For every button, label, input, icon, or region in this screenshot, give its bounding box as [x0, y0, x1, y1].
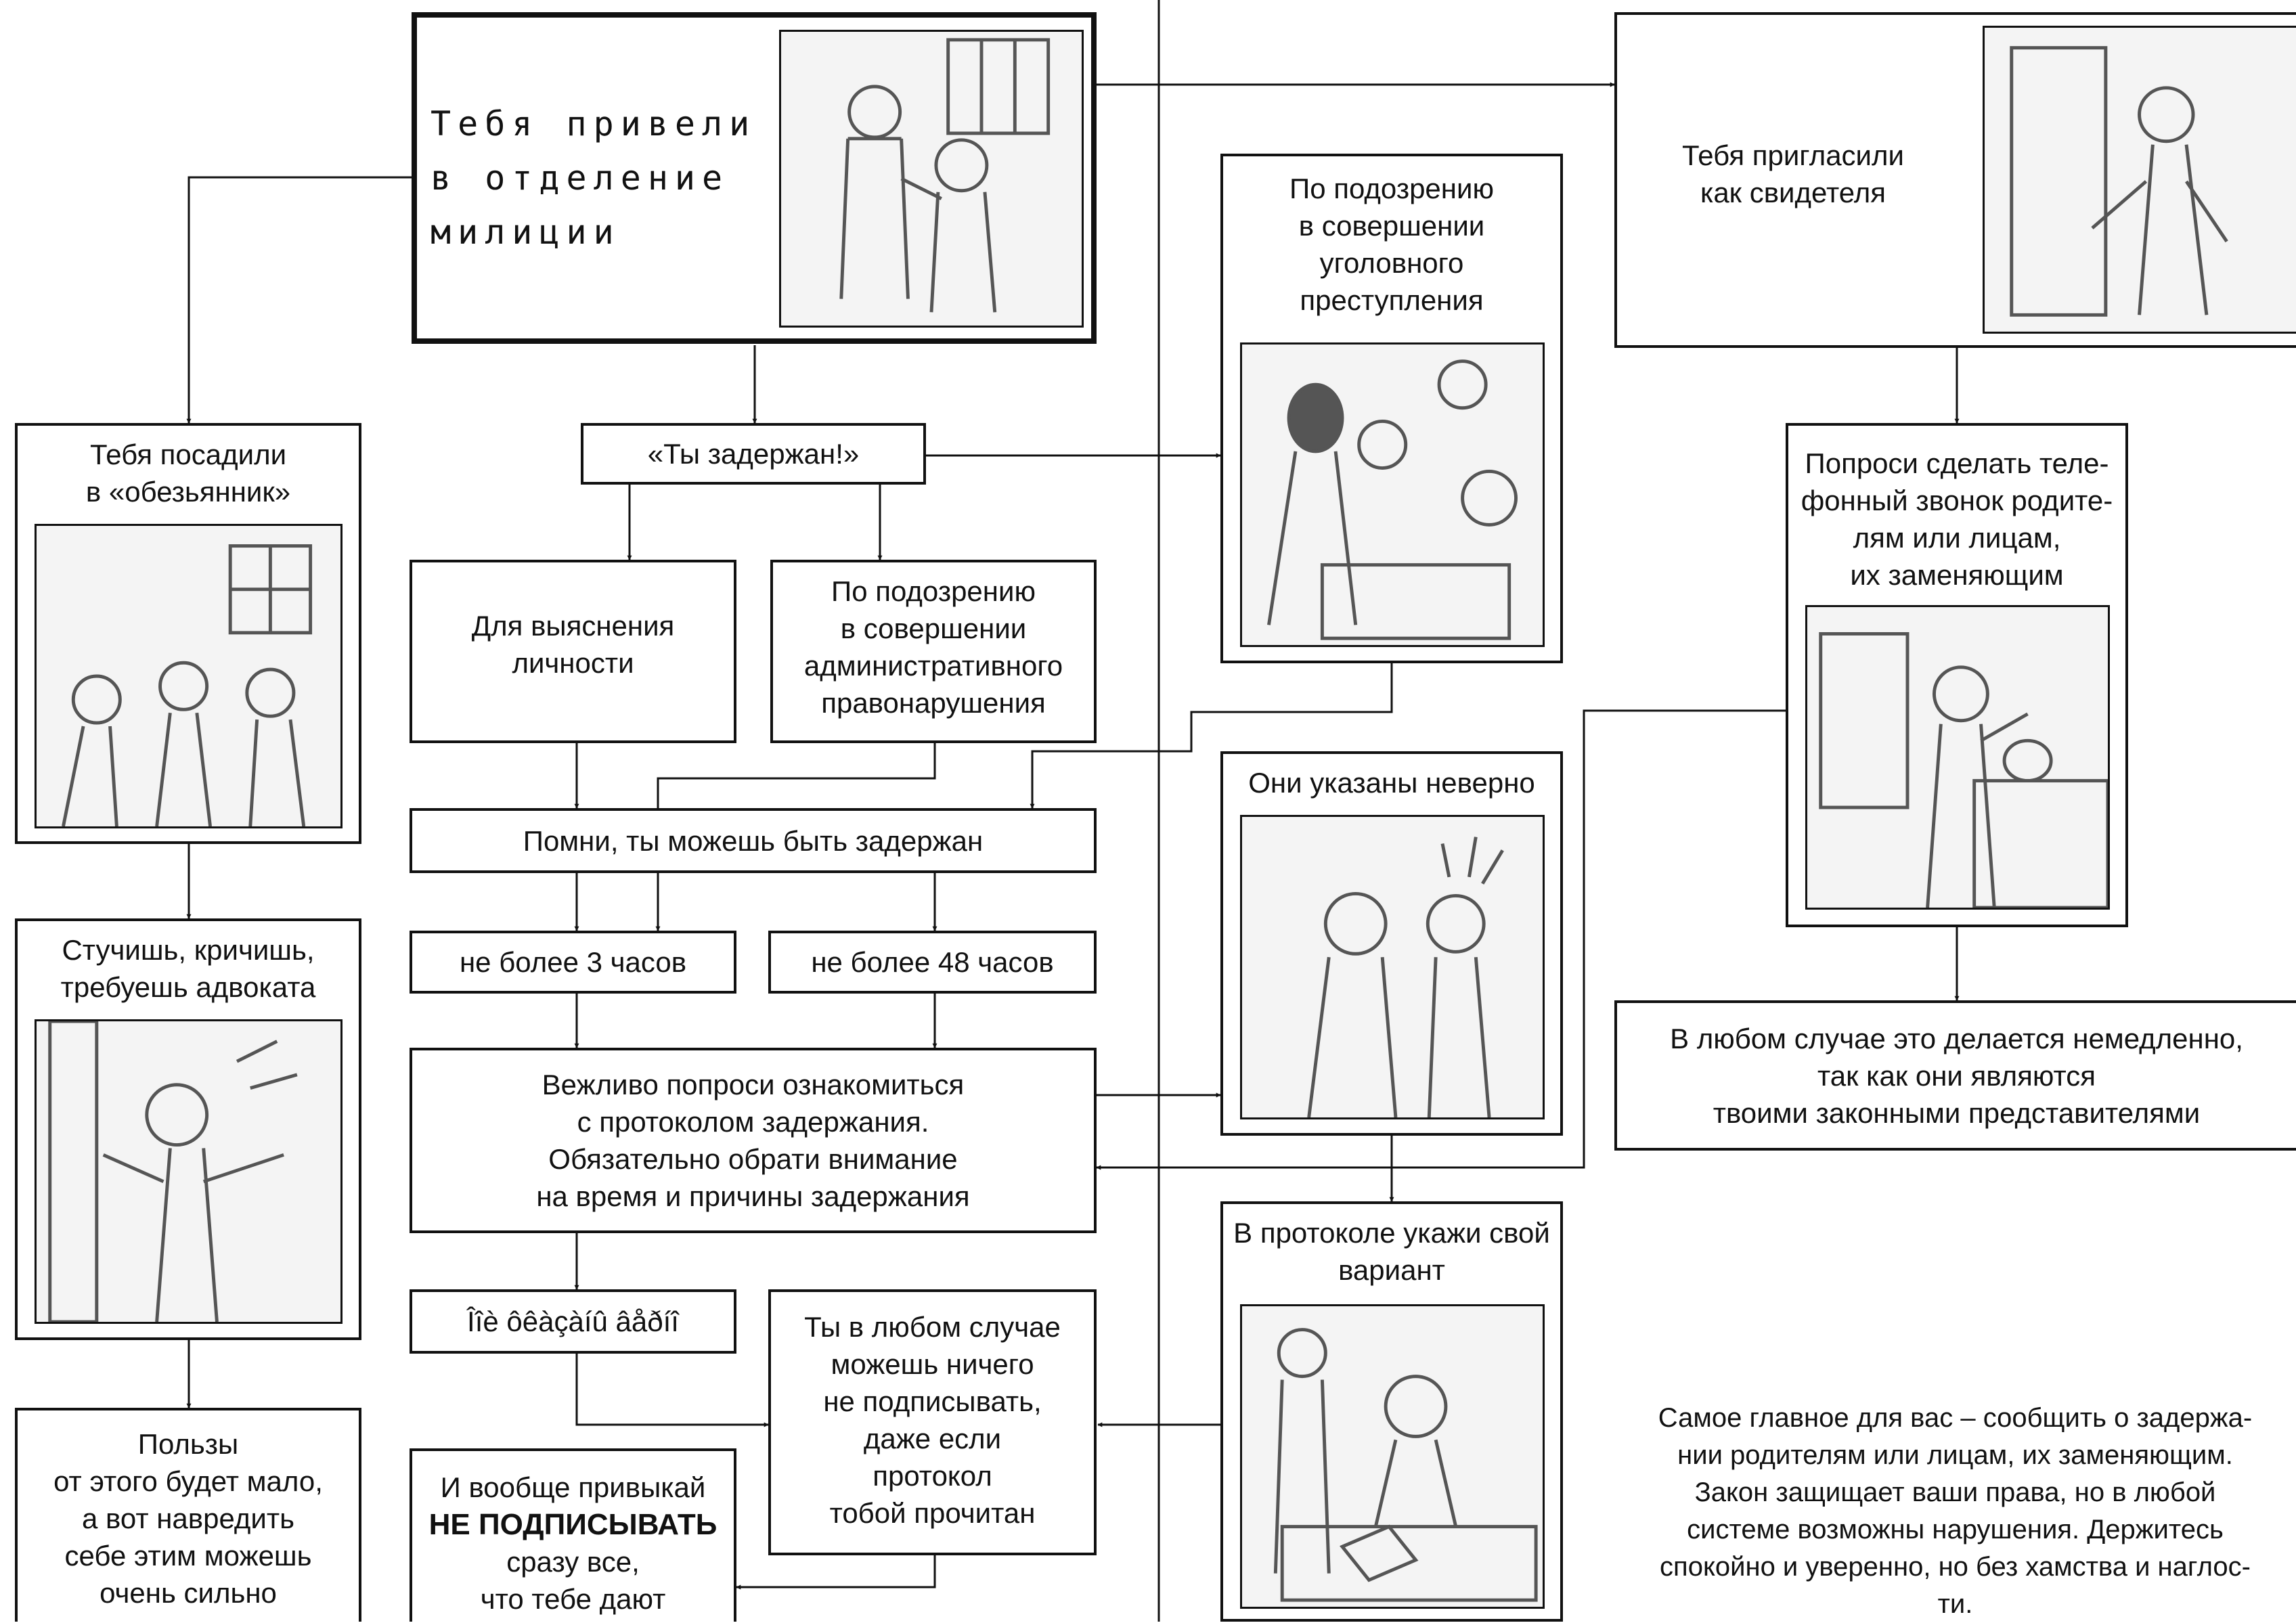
start-box: Тебя привели в отделение милиции — [412, 12, 1097, 344]
nosign-label: Ты в любом случае можешь ничего не подпи… — [804, 1311, 1061, 1529]
detained-box: «Ты задержан!» — [581, 423, 926, 485]
witness-illustration — [1983, 26, 2296, 334]
protocol-label: Вежливо попроси ознакомиться с протоколо… — [536, 1069, 970, 1212]
criminal-illustration — [1240, 342, 1545, 647]
variant-label: В протоколе укажи свой вариант — [1233, 1217, 1550, 1286]
habit-text-bold: НЕ ПОДПИСЫВАТЬ — [428, 1508, 718, 1541]
variant-illustration — [1240, 1304, 1545, 1609]
three-hours-box: не более 3 часов — [410, 931, 736, 994]
anyway-box: В любом случае это делается немедленно, … — [1614, 1000, 2296, 1151]
forty-eight-hours-label: не более 48 часов — [811, 946, 1054, 978]
main-note: Самое главное для вас – сообщить о задер… — [1658, 1403, 2253, 1619]
cell-illustration — [35, 524, 343, 828]
variant-box: В протоколе укажи свой вариант — [1220, 1201, 1563, 1622]
arrest-illustration — [779, 30, 1084, 328]
phone-box: Попроси сделать теле- фонный звонок роди… — [1786, 423, 2128, 927]
knock-illustration — [35, 1019, 343, 1324]
cell-box: Тебя посадили в «обезьянник» — [15, 423, 361, 844]
cell-label: Тебя посадили в «обезьянник» — [85, 439, 291, 508]
detained-label: «Ты задержан!» — [647, 438, 860, 470]
arrow-criminal-to-remember — [1030, 663, 1393, 809]
wrong-illustration — [1240, 815, 1545, 1119]
witness-box: Тебя пригласили как свидетеля — [1614, 12, 2296, 348]
start-label: Тебя привели в отделение милиции — [430, 104, 757, 252]
criminal-box: По подозрению в совершении уголовного пр… — [1220, 154, 1563, 663]
wrong-label: Они указаны неверно — [1248, 767, 1535, 799]
knock-box: Стучишь, кричишь, требуешь адвоката — [15, 918, 361, 1340]
arrow-start-to-cell — [186, 176, 412, 424]
admin-box: По подозрению в совершении административ… — [770, 560, 1097, 743]
arrow-phone-to-protocol — [1096, 709, 1786, 1170]
forty-eight-hours-box: не более 48 часов — [768, 931, 1097, 994]
garbled-label: Îîè ôêàçàíû âåðíî — [467, 1306, 679, 1337]
witness-label: Тебя пригласили как свидетеля — [1682, 139, 1904, 208]
useless-label: Пользы от этого будет мало, а вот навред… — [53, 1428, 323, 1609]
three-hours-label: не более 3 часов — [459, 946, 686, 978]
wrong-box: Они указаны неверно — [1220, 751, 1563, 1136]
remember-box: Помни, ты можешь быть задержан — [410, 808, 1097, 873]
habit-text-1: И вообще привыкай — [440, 1471, 706, 1503]
identity-box: Для выяснения личности — [410, 560, 736, 743]
line-admin-to-remember — [657, 743, 936, 808]
useless-box: Пользы от этого будет мало, а вот навред… — [15, 1408, 361, 1622]
admin-label: По подозрению в совершении административ… — [803, 575, 1063, 719]
arrow-nosign-to-habit — [736, 1555, 936, 1590]
remember-label: Помни, ты можешь быть задержан — [523, 824, 984, 857]
knock-label: Стучишь, кричишь, требуешь адвоката — [60, 934, 316, 1003]
nosign-box: Ты в любом случае можешь ничего не подпи… — [768, 1289, 1097, 1555]
criminal-label: По подозрению в совершении уголовного пр… — [1289, 173, 1494, 316]
phone-label: Попроси сделать теле- фонный звонок роди… — [1801, 447, 2113, 591]
garbled-box: Îîè ôêàçàíû âåðíî — [410, 1289, 736, 1354]
habit-text-2: сразу все, что тебе дают — [480, 1546, 666, 1615]
arrow-garbled-to-nosign — [575, 1354, 769, 1427]
protocol-box: Вежливо попроси ознакомиться с протоколо… — [410, 1048, 1097, 1233]
phone-illustration — [1805, 605, 2110, 910]
identity-label: Для выяснения личности — [471, 610, 675, 679]
habit-box: И вообще привыкай НЕ ПОДПИСЫВАТЬ сразу в… — [410, 1448, 736, 1622]
anyway-label: В любом случае это делается немедленно, … — [1670, 1022, 2243, 1129]
